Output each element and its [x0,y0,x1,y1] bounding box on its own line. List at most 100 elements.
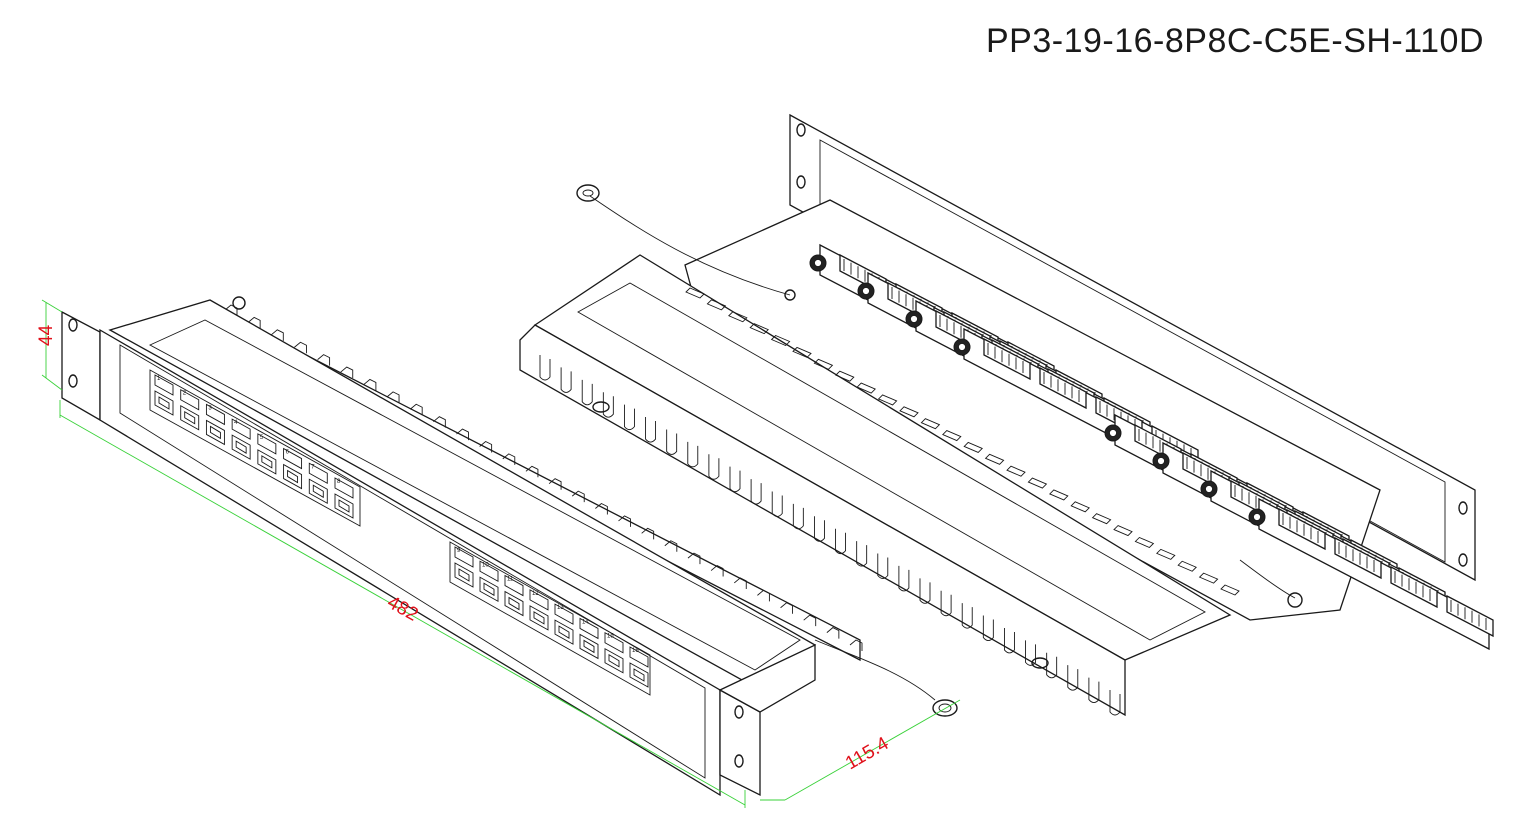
rj45-port: 6 [283,447,303,490]
cable-tooth [340,366,354,379]
tray-tooth [877,553,889,579]
rj45-port: 9 [454,546,474,588]
cable-tooth [710,565,724,577]
port-number: 4 [234,420,238,426]
rear-ground-wire [589,195,791,296]
depth-dimension-label: 115.4 [842,733,893,774]
height-dimension-label: 44 [36,324,57,346]
tray-tab [1031,657,1049,669]
tray-slot [1006,465,1026,477]
rj45-port: 11 [504,574,524,617]
tray-tooth [581,379,593,406]
tray-slot [835,370,855,382]
cable-tooth [271,329,284,341]
cable-tooth [548,478,562,490]
cable-tooth [479,440,493,453]
mount-hole [734,754,744,768]
shield-screw [857,282,875,300]
rear-view-panel [519,113,1494,717]
cable-tooth [456,428,469,441]
mount-hole [68,374,78,388]
tray-tooth [1003,627,1015,654]
tray-tooth [666,429,678,455]
tray-tooth [940,590,952,617]
tray-tooth [687,441,699,468]
tray-tooth [982,615,994,642]
ground-screw [232,296,246,310]
cable-tooth [757,589,770,602]
tray-tooth [645,417,657,443]
shield-screw [1200,480,1218,498]
rear-ground-screw [1287,592,1303,608]
cable-manager-teeth [224,304,863,651]
cable-tooth [618,515,631,527]
rj45-port: 4 [231,418,251,460]
tray-tooth [813,516,825,542]
tray-tooth [729,466,741,493]
tray-slot [1091,513,1112,525]
port-number: 12 [532,591,539,597]
tray-tooth [560,367,572,393]
port-number: 6 [286,450,290,456]
tray-slot [1156,548,1176,560]
port-number: 13 [557,605,564,611]
tray-tooth [708,454,720,480]
idc-module [1278,507,1326,551]
tray-tooth [856,541,868,567]
tray-tooth [1046,652,1058,679]
shield-screw [1248,508,1266,526]
cable-tooth [317,354,331,366]
dimension-lines [41,299,961,808]
tray-slot [1220,584,1240,596]
idc-module [1446,594,1494,638]
rj45-port: 7 [308,462,328,505]
tray-slot [706,299,727,311]
port-number: 16 [632,648,639,654]
tray-slot [770,334,791,347]
port-number: 1 [157,376,161,382]
mount-hole [1458,553,1468,567]
tray-slot [984,453,1005,465]
port-number: 11 [507,577,514,583]
cable-tooth [571,490,585,503]
idc-module [1390,565,1438,609]
drawing-title: PP3-19-16-8P8C-C5E-SH-110D [985,22,1484,60]
tray-slot [1113,525,1133,537]
tray-slot [1049,489,1069,501]
tray-tooth [539,355,551,381]
tray-slots [685,287,1240,596]
tray-slot [920,418,941,430]
port-number: 15 [607,634,614,640]
tray-slot [1027,477,1048,489]
tray-slot [749,323,769,335]
ground-lug [932,699,958,717]
shield-screw [953,338,971,356]
idc-module-block-2 [1104,413,1494,651]
tray-tooth [898,565,910,592]
ground-wire [814,639,936,701]
tray-tooth [1109,690,1121,716]
cable-tooth [826,627,840,639]
shield-screw [809,254,827,272]
rear-ground-lug [576,184,600,202]
rj45-port: 8 [334,477,354,519]
port-number: 8 [337,479,341,485]
rj45-port: 5 [257,433,277,475]
port-number: 10 [482,562,489,568]
tray-slot [728,311,748,323]
tray-tooth [835,528,847,555]
tray-slot [877,394,898,406]
cable-tooth [595,502,608,515]
idc-module [983,337,1031,381]
tray-teeth [539,355,1121,716]
tray-tooth [602,392,614,418]
tray-tooth [750,479,762,505]
cable-tooth [641,527,655,540]
tray-tooth [623,404,635,431]
rj45-port: 1 [154,374,174,416]
mount-hole [1458,501,1468,515]
idc-module [1039,366,1087,410]
